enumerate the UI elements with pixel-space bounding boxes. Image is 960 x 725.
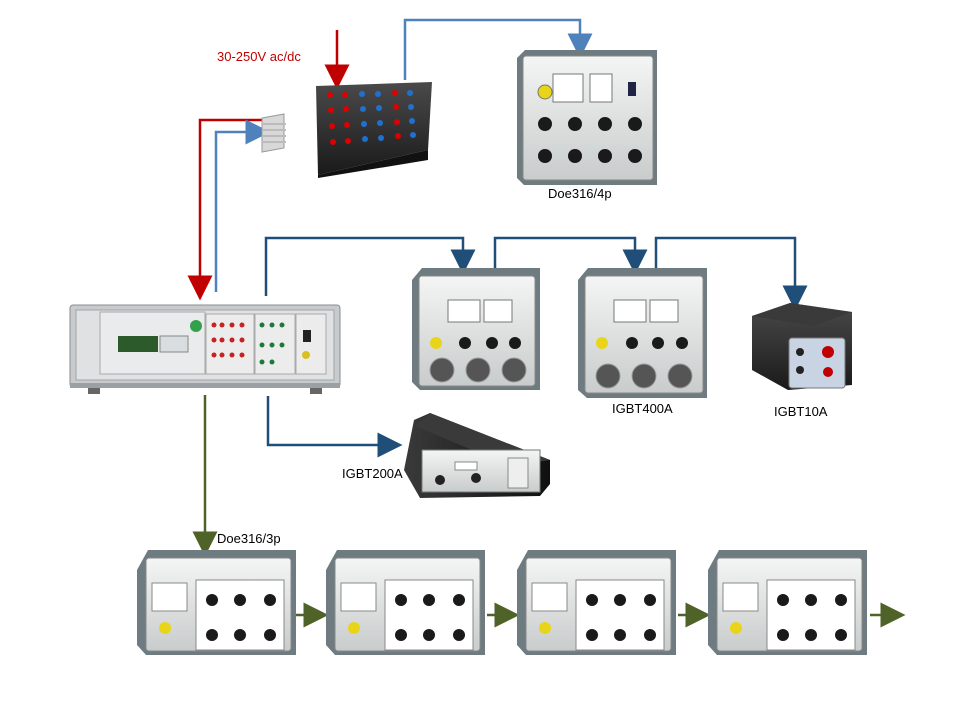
igbt200a-label: IGBT200A	[342, 466, 403, 481]
bus-to-igbt200-line	[266, 396, 403, 458]
controller-to-terminal-line	[214, 119, 271, 292]
doe316-3p-label: Doe316/3p	[217, 531, 281, 546]
igbt200a-unit	[404, 413, 550, 498]
doe316-3p-unit-2	[326, 550, 485, 655]
terminal-box	[261, 82, 432, 178]
bus-to-igbt10-line	[654, 236, 808, 311]
supply-label: 30-250V ac/dc	[217, 49, 301, 64]
terminal-to-doe316-4p-line	[403, 18, 593, 80]
doe316-4p-unit	[517, 50, 657, 185]
fan-icon	[429, 357, 527, 383]
igbt10a-unit	[752, 303, 852, 390]
doe316-3p-unit-3	[517, 550, 676, 655]
doe316-3p-unit-4	[708, 550, 867, 655]
terminal-sockets	[327, 90, 416, 145]
main-controller	[69, 304, 341, 394]
supply-to-controller-line	[187, 118, 263, 301]
connector-icon	[537, 84, 553, 100]
igbt400a-unit-1	[412, 268, 540, 390]
bus-to-igbt400-second-line	[493, 236, 648, 275]
igbt400a-label: IGBT400A	[612, 401, 673, 416]
igbt400a-unit-2	[578, 268, 707, 398]
doe316-3p-unit-1	[137, 550, 296, 655]
igbt10a-label: IGBT10A	[774, 404, 828, 419]
doe316-4p-label: Doe316/4p	[548, 186, 612, 201]
bus-to-igbt400-first-line	[264, 236, 476, 296]
